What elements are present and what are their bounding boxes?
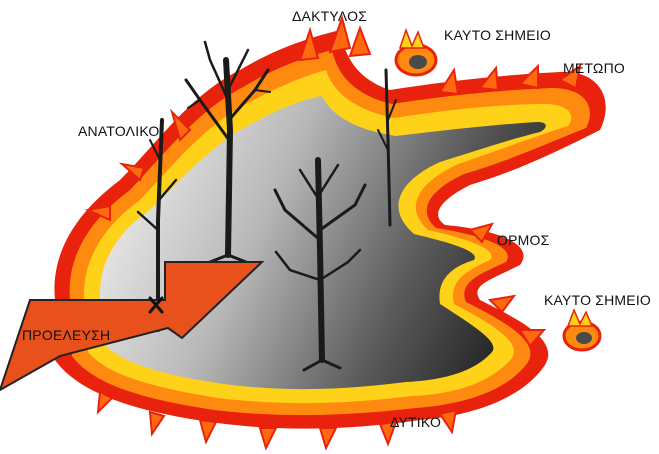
hot-spot-right (564, 310, 600, 350)
label-east: ΑΝΑΤΟΛΙΚΟ (78, 123, 160, 139)
label-hot-spot-top: ΚΑΥΤΟ ΣΗΜΕΙΟ (444, 27, 551, 43)
label-hot-spot-right: ΚΑΥΤΟ ΣΗΜΕΙΟ (544, 292, 651, 308)
label-origin: ΠΡΟΕΛΕΥΣΗ (22, 327, 110, 343)
label-west: ΔΥΤΙΚΟ (390, 414, 441, 430)
label-front: ΜΕΤΩΠΟ (563, 60, 625, 76)
label-bay: ΟΡΜΟΣ (497, 232, 549, 248)
hot-spot-top (396, 30, 436, 75)
label-finger: ΔΑΚΤΥΛΟΣ (292, 8, 367, 24)
